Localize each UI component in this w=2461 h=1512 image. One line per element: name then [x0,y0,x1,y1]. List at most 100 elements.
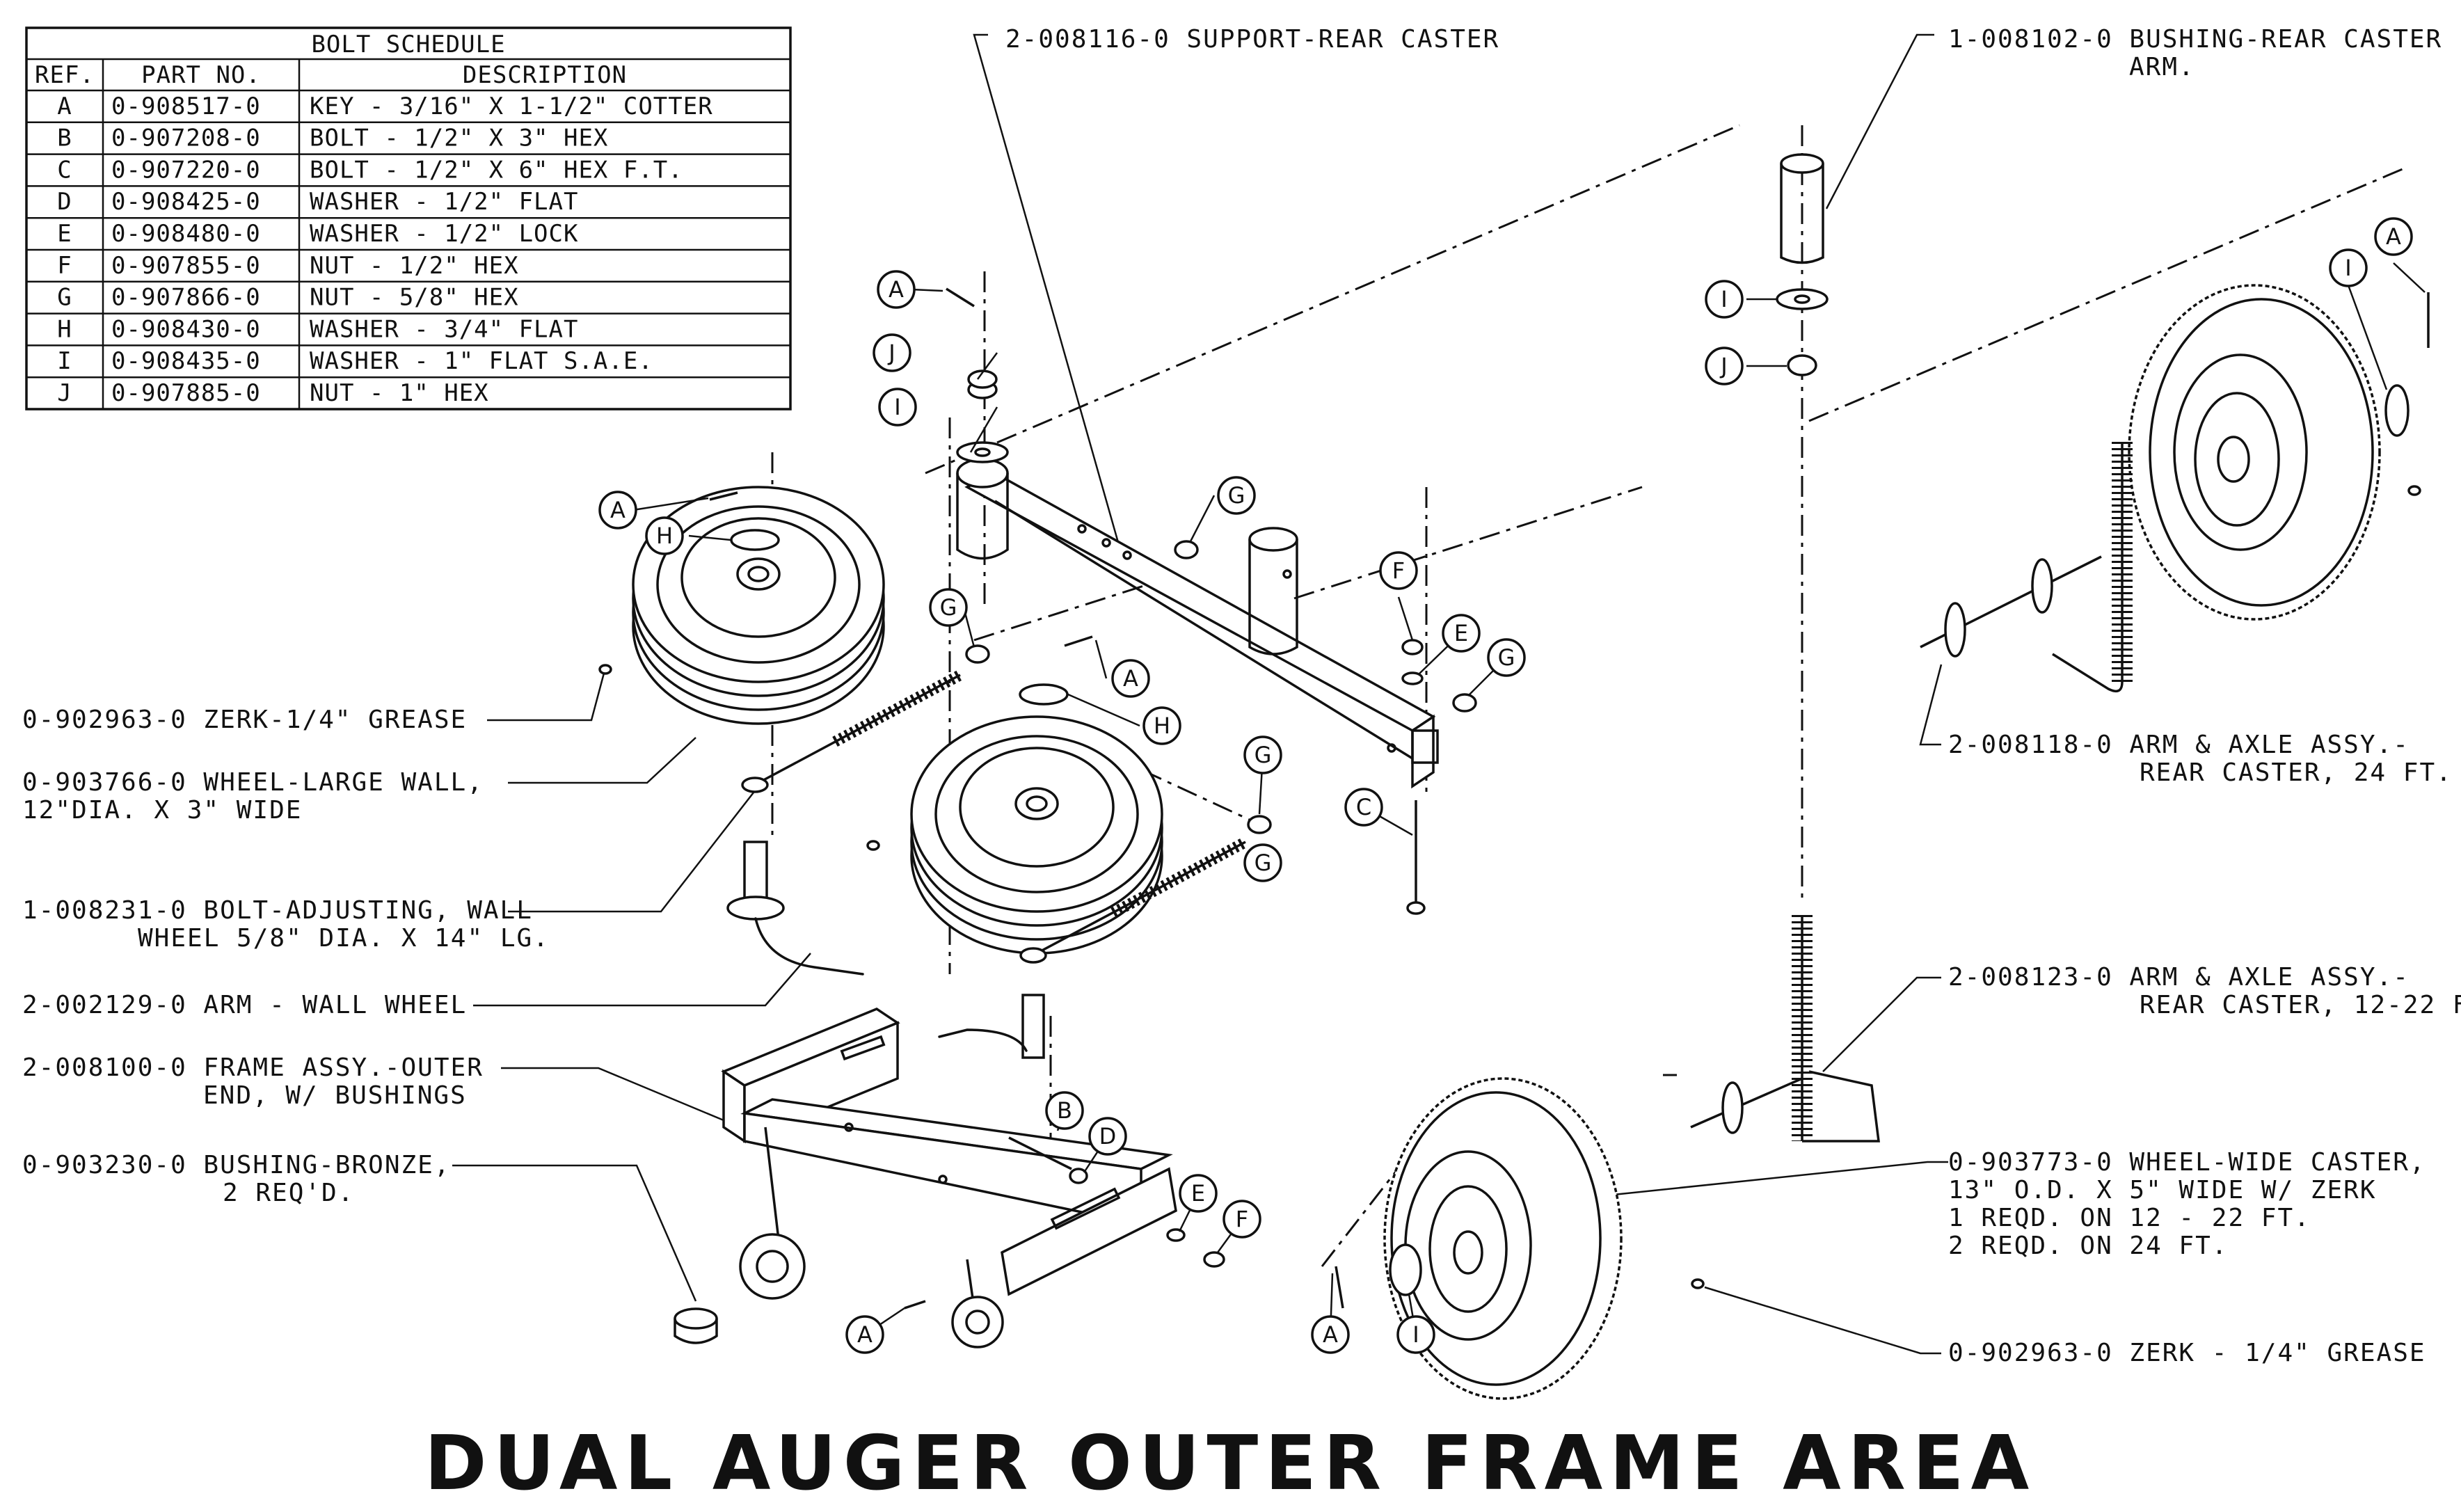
caster-wheel-upper [2128,284,2381,621]
table-cell-part-no: 0-907855-0 [111,252,261,280]
table-cell-ref: C [57,156,72,184]
arm-axle-12-22ft [1690,915,1880,1143]
table-cell-part-no: 0-908435-0 [111,347,261,375]
callout-letter: A [857,1321,873,1348]
table-cell-description: WASHER - 1" FLAT S.A.E. [310,347,653,375]
bolt-schedule-table: BOLT SCHEDULE REF. PART NO. DESCRIPTION … [25,26,792,411]
table-cell-part-no: 0-907866-0 [111,284,261,312]
callout-letter: I [1412,1321,1419,1348]
table-cell-ref: G [57,284,72,312]
table-cell-description: KEY - 3/16" X 1-1/2" COTTER [310,93,713,120]
label-arm-axle-12-22-1: 2-008123-0 ARM & AXLE ASSY.- [1948,963,2410,992]
callout-letter: A [1323,1321,1338,1348]
callout-circle [877,270,916,309]
callout-letter: I [1721,286,1727,312]
table-cell-ref: B [57,125,72,152]
table-cell-ref: H [57,315,72,343]
table-cell-ref: J [57,379,72,407]
callout-letter: G [1255,742,1272,768]
callout-circle [1142,706,1181,745]
label-wheel-large-1: 0-903766-0 WHEEL-LARGE WALL, [22,768,484,797]
label-bushing-bronze-1: 0-903230-0 BUSHING-BRONZE, [22,1151,451,1179]
table-cell-ref: D [57,188,72,216]
callout-circle [2374,217,2413,256]
table-cell-description: BOLT - 1/2" X 6" HEX F.T. [310,156,683,184]
callout-circle [1222,1200,1261,1239]
adjusting-bolts [741,669,1248,964]
label-zerk-left: 0-902963-0 ZERK-1/4" GREASE [22,706,467,734]
callout-circle [1487,638,1526,677]
callout-circle [1344,788,1383,827]
callout-circle [878,388,917,427]
callout-circle [1442,614,1481,653]
callout-circle [1217,476,1256,515]
label-wheel-caster-1: 0-903773-0 WHEEL-WIDE CASTER, [1948,1148,2426,1177]
callout-letter: A [889,276,904,303]
callout-letter: G [1255,850,1272,876]
callout-circle [1045,1091,1084,1130]
table-cell-description: WASHER - 1/2" FLAT [310,188,578,216]
label-frame-assy-2: END, W/ BUSHINGS [203,1081,467,1110]
table-cell-part-no: 0-908430-0 [111,315,261,343]
callout-circle [1243,735,1282,774]
table-cell-part-no: 0-907220-0 [111,156,261,184]
rear-caster-bushing [1780,153,1824,264]
hardware [598,287,2430,1310]
table-cell-ref: I [57,347,72,375]
label-bushing-bronze-2: 2 REQ'D. [223,1179,354,1207]
callout-circle [873,333,911,372]
label-wheel-large-2: 12"DIA. X 3" WIDE [22,796,302,825]
callout-letter: A [610,497,626,523]
callout-letter: I [2345,255,2351,281]
table-cell-part-no: 0-907208-0 [111,125,261,152]
table-cell-description: NUT - 5/8" HEX [310,284,519,312]
callout-circle [1111,659,1150,698]
bronze-bushing [674,1307,718,1344]
callout-letter: J [1719,353,1727,379]
callout-letter: F [1392,557,1405,584]
callout-circle [1705,280,1744,319]
callout-circle [929,588,968,627]
callout-letter: H [656,523,673,549]
table-cell-part-no: 0-908425-0 [111,188,261,216]
label-bolt-adjusting-2: WHEEL 5/8" DIA. X 14" LG. [138,924,550,953]
header-description: DESCRIPTION [463,61,627,89]
callout-circle [2329,248,2368,287]
callout-letter: J [887,340,895,366]
callout-letter: H [1154,713,1170,739]
table-cell-description: NUT - 1/2" HEX [310,252,519,280]
arm-axle-24ft [1920,442,2133,693]
label-support-rear-caster: 2-008116-0 SUPPORT-REAR CASTER [1005,25,1499,54]
table-cell-description: BOLT - 1/2" X 3" HEX [310,125,608,152]
label-wheel-caster-3: 1 REQD. ON 12 - 22 FT. [1948,1204,2311,1232]
callout-letter: G [1228,482,1245,509]
outer-frame-assembly [721,1008,1177,1348]
label-arm-axle-12-22-2: REAR CASTER, 12-22 FT. [2140,991,2461,1019]
table-cell-part-no: 0-908517-0 [111,93,261,120]
table-cell-part-no: 0-908480-0 [111,220,261,248]
table-cell-description: WASHER - 3/4" FLAT [310,315,578,343]
assembly-center-lines [771,124,2408,1267]
callout-letter: A [1123,665,1138,692]
label-bushing-rear-caster-2: ARM. [2129,53,2195,81]
table-cell-description: NUT - 1" HEX [310,379,489,407]
page-title: DUAL AUGER OUTER FRAME AREA [424,1420,2036,1507]
callout-circle [1243,843,1282,882]
callout-letter: C [1356,794,1371,820]
callout-circle [1179,1174,1218,1213]
callout-circle [1379,551,1418,590]
label-arm-axle-24-2: REAR CASTER, 24 FT. [2140,758,2453,787]
part-labels: 2-008116-0 SUPPORT-REAR CASTER 1-008102-… [22,25,2461,1367]
callout-letter: E [1191,1180,1205,1207]
callout-letter: E [1454,620,1468,646]
support-rear-caster-tube [956,458,1439,789]
callout-circle [845,1315,884,1354]
table-cell-ref: F [57,252,72,280]
callout-circle [645,516,684,555]
label-arm-axle-24-1: 2-008118-0 ARM & AXLE ASSY.- [1948,731,2410,759]
callout-circle [598,491,637,530]
label-bushing-rear-caster-1: 1-008102-0 BUSHING-REAR CASTER [1948,25,2442,54]
wall-wheel-arms [726,841,1045,1059]
wall-wheel-lower [910,715,1163,955]
